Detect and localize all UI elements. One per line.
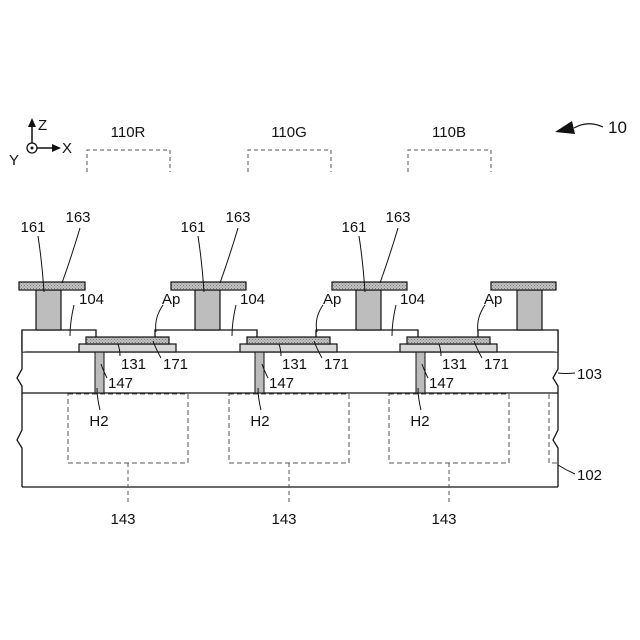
subpixel-brackets xyxy=(87,150,491,172)
reference-numeral: 10 xyxy=(555,118,627,137)
label-163: 163 xyxy=(385,209,410,226)
coordinate-axes: Z X Y xyxy=(9,117,72,169)
spacer xyxy=(195,290,220,330)
spacer xyxy=(36,290,61,330)
label-102: 102 xyxy=(577,467,602,484)
axis-z-label: Z xyxy=(38,117,47,134)
label-h2: H2 xyxy=(410,413,429,430)
label-171: 171 xyxy=(163,356,188,373)
pixel-electrode xyxy=(400,344,497,352)
label-163: 163 xyxy=(65,209,90,226)
label-103: 103 xyxy=(577,366,602,383)
pixel-electrode xyxy=(240,344,337,352)
pixel-electrode xyxy=(79,344,176,352)
spacer-cap xyxy=(19,282,85,290)
label-h2: H2 xyxy=(250,413,269,430)
light-emitting-layer xyxy=(407,337,490,344)
label-143: 143 xyxy=(431,511,456,528)
spacer-cap xyxy=(491,282,556,290)
label-161: 161 xyxy=(341,219,366,236)
label-104: 104 xyxy=(240,291,265,308)
spacer-cap xyxy=(332,282,407,290)
reference-arrow-icon xyxy=(555,121,575,134)
label-131: 131 xyxy=(442,356,467,373)
z-arrow-icon xyxy=(28,118,36,127)
contact-plug xyxy=(95,352,104,393)
substrate-layer xyxy=(17,393,558,487)
axis-x-label: X xyxy=(62,140,72,157)
spacers xyxy=(36,290,542,330)
label-ap: Ap xyxy=(484,291,502,308)
label-104: 104 xyxy=(79,291,104,308)
label-ap: Ap xyxy=(323,291,341,308)
axis-y-label: Y xyxy=(9,152,19,169)
spacer-caps xyxy=(19,282,556,290)
contact-plug xyxy=(255,352,264,393)
spacer-cap xyxy=(171,282,246,290)
spacer xyxy=(517,290,542,330)
subpixel-label-g: 110G xyxy=(271,124,307,141)
label-h2: H2 xyxy=(89,413,108,430)
label-147: 147 xyxy=(269,375,294,392)
spacer xyxy=(356,290,381,330)
light-emitting-layers xyxy=(86,337,490,344)
label-131: 131 xyxy=(121,356,146,373)
subpixel-label-r: 110R xyxy=(111,124,146,141)
label-104: 104 xyxy=(400,291,425,308)
figure-ref-label: 10 xyxy=(608,118,627,137)
pixel-electrodes xyxy=(79,344,497,352)
light-emitting-layer xyxy=(86,337,169,344)
label-131: 131 xyxy=(282,356,307,373)
subpixel-label-b: 110B xyxy=(432,124,466,141)
contact-plug xyxy=(416,352,425,393)
label-ap: Ap xyxy=(162,291,180,308)
label-163: 163 xyxy=(225,209,250,226)
label-161: 161 xyxy=(180,219,205,236)
label-143: 143 xyxy=(271,511,296,528)
light-emitting-layer xyxy=(247,337,330,344)
label-171: 171 xyxy=(324,356,349,373)
label-147: 147 xyxy=(429,375,454,392)
label-143: 143 xyxy=(110,511,135,528)
x-arrow-icon xyxy=(52,144,61,152)
label-147: 147 xyxy=(108,375,133,392)
label-171: 171 xyxy=(484,356,509,373)
label-161: 161 xyxy=(20,219,45,236)
